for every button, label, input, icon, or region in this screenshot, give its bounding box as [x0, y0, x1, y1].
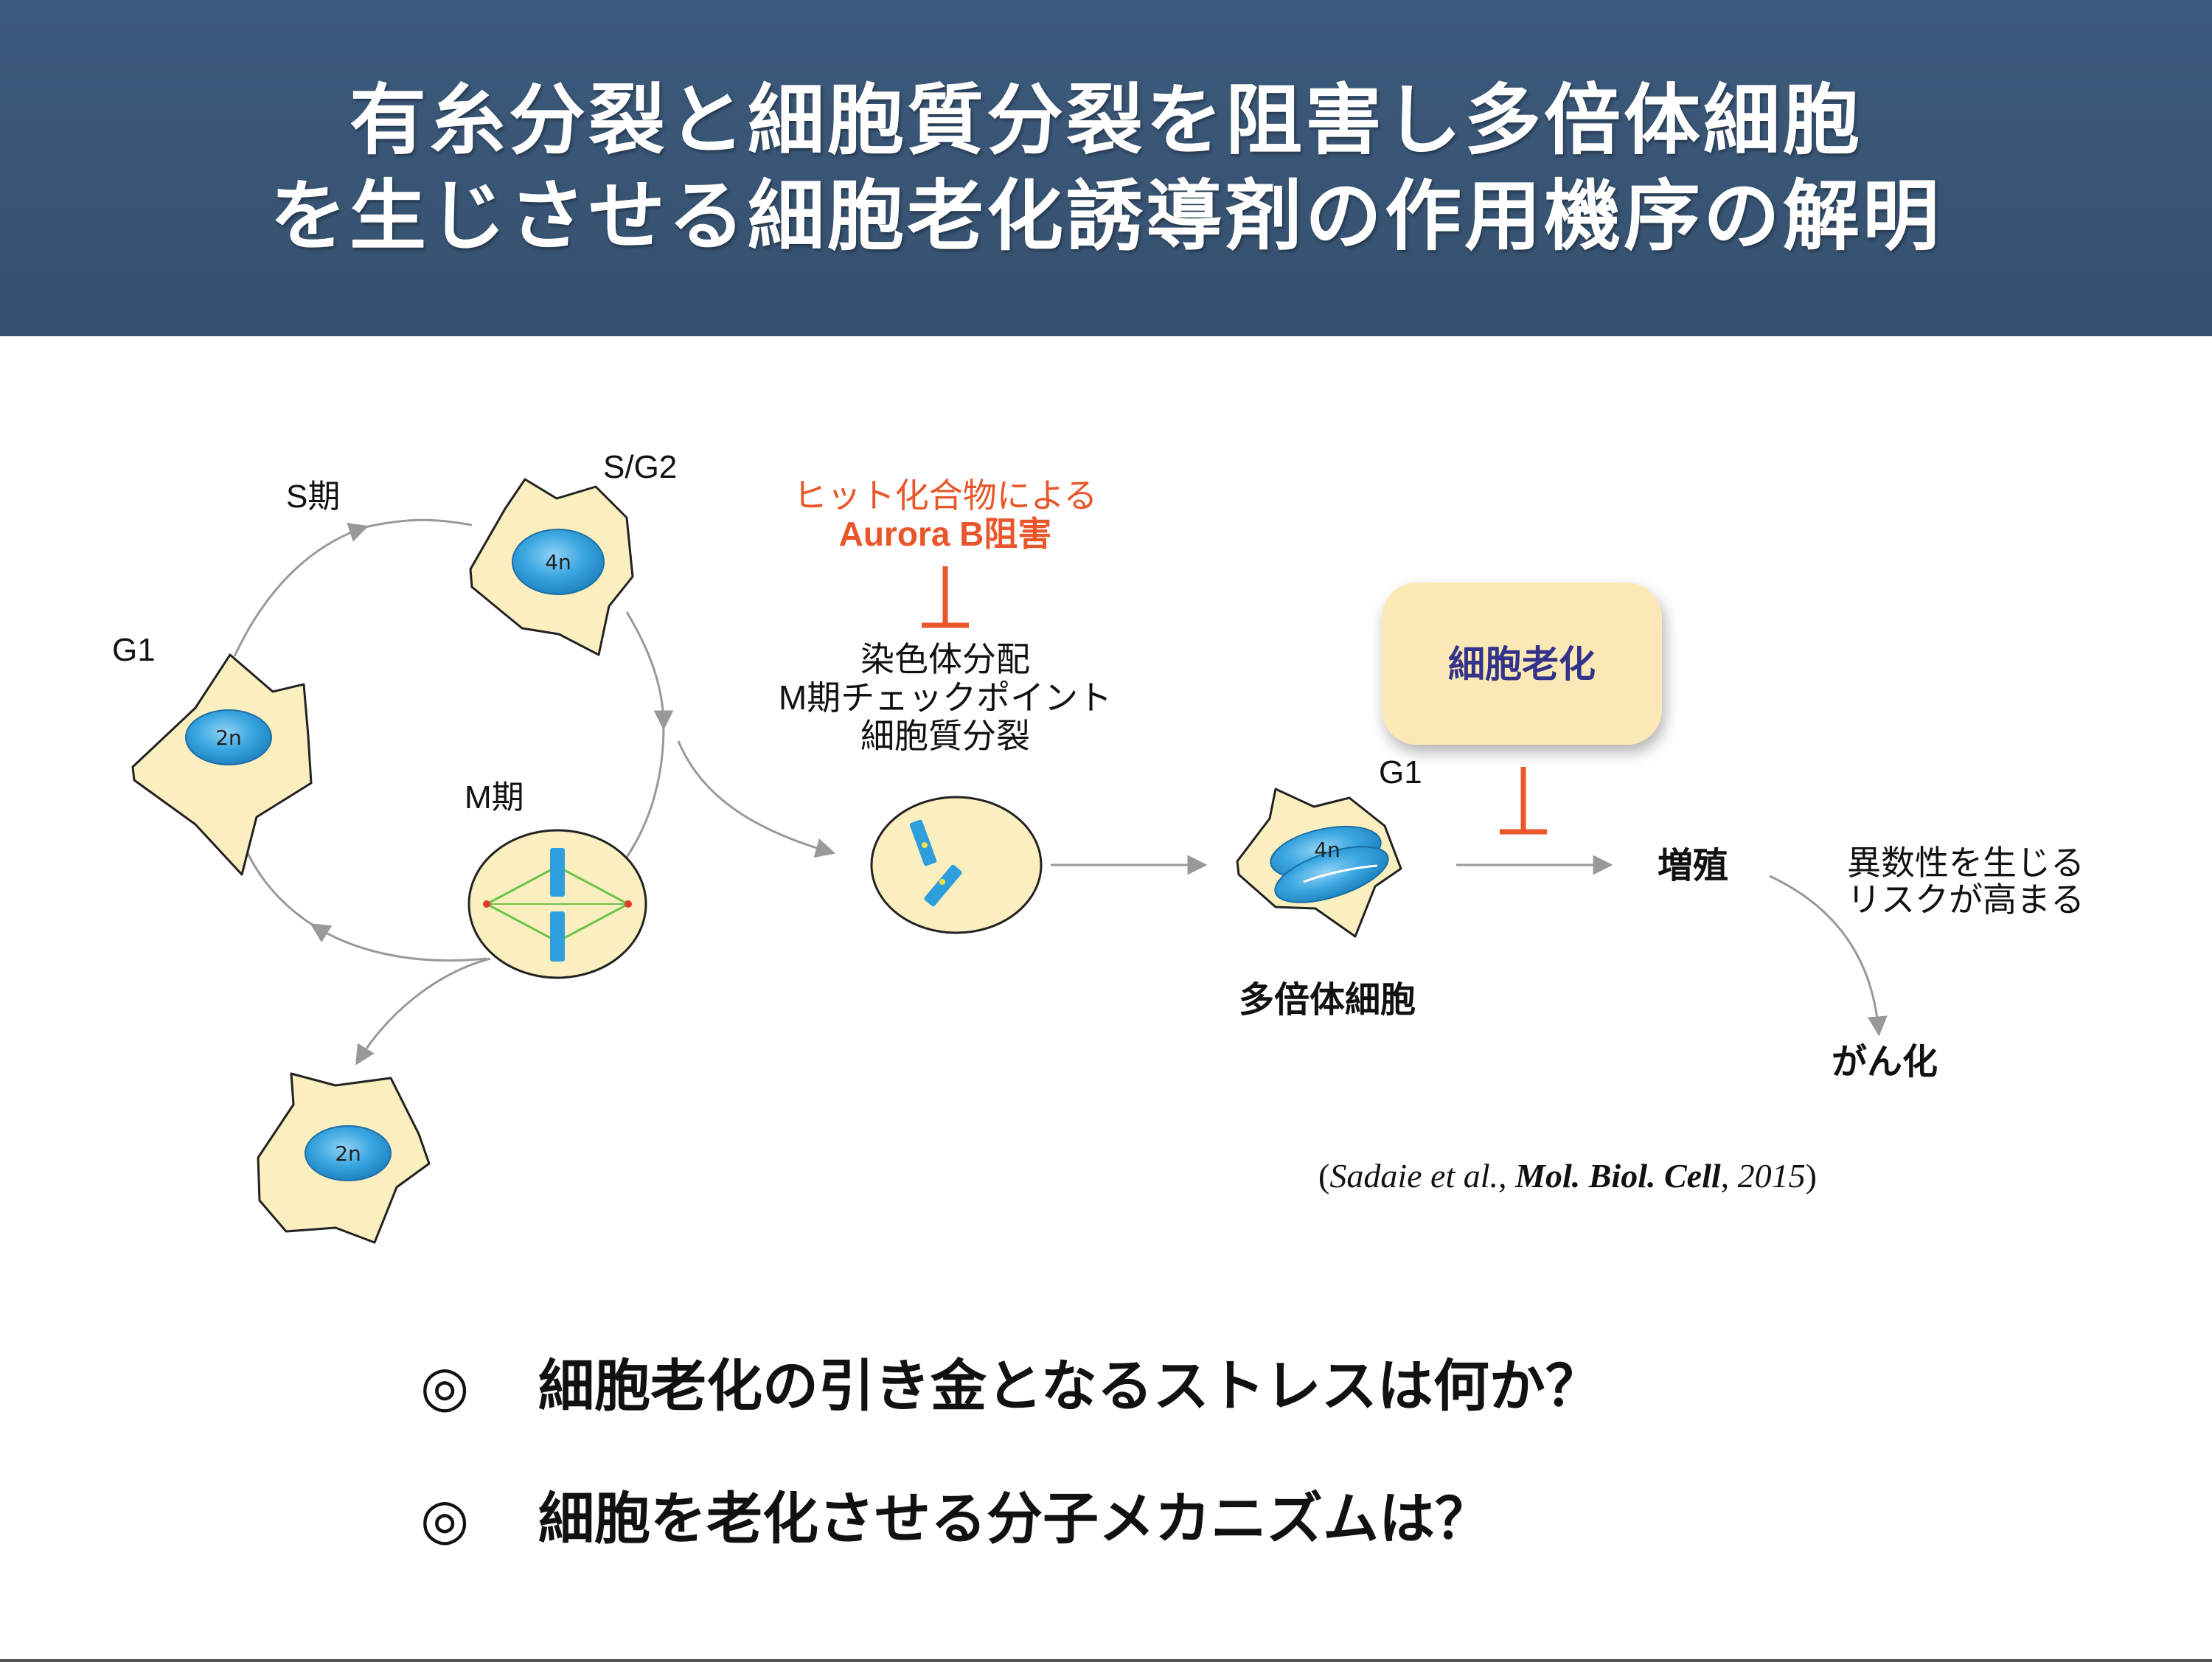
senescence-label: 細胞老化 [1448, 643, 1596, 686]
arrow-m-to-daughter [355, 957, 491, 1066]
nucleus [305, 1125, 392, 1181]
m-phase-cell [467, 829, 647, 979]
label-g1: G1 [112, 632, 156, 668]
senescence-box-bg [1382, 583, 1662, 745]
target-3: 細胞質分裂 [860, 717, 1030, 755]
label-cancer: がん化 [1832, 1043, 1938, 1082]
title-banner: 有糸分裂と細胞質分裂を阻害し多倍体細胞 を生じさせる細胞老化誘導剤の作用機序の解… [0, 0, 2212, 336]
label-polyploid-g1: G1 [1379, 754, 1422, 790]
aneuploidy-line-1: 異数性を生じる [1847, 844, 2084, 882]
label-s-phase: S期 [286, 479, 340, 515]
aberrant-mitosis-cell [870, 796, 1043, 934]
arrow-m-to-aberrant [677, 740, 836, 858]
cell-cycle-arrows [233, 518, 1888, 1066]
title-line-2: を生じさせる細胞老化誘導剤の作用機序の解明 [269, 171, 1942, 261]
ploidy-label: 4n [545, 550, 571, 574]
senescence-box: 細胞老化 [1382, 583, 1662, 745]
chromosome-upper [550, 848, 565, 897]
inhibition-line-2: Aurora B阻害 [839, 515, 1052, 553]
chromosome-missegregated-2 [924, 864, 962, 907]
question-2-text: 細胞を老化させる分子メカニズムは？ [538, 1486, 1491, 1551]
arrow-m-to-g1 [310, 923, 487, 962]
mechanism-diagram: 2n 4n 2n 4n [112, 449, 2084, 1244]
ploidy-label: 4n [1314, 838, 1340, 862]
target-2: M期チェックポイント [779, 678, 1112, 717]
cell-body [870, 796, 1043, 934]
g1-cell: 2n [131, 653, 313, 876]
label-m-phase: M期 [465, 779, 524, 816]
question-1-text: 細胞老化の引き金となるストレスは何か？ [538, 1353, 1601, 1419]
sg2-cell: 4n [469, 478, 634, 656]
ploidy-label: 2n [215, 726, 242, 750]
daughter-cell: 2n [257, 1072, 431, 1244]
nucleus [512, 529, 605, 595]
centrosome-right [625, 900, 632, 908]
centrosome-left [483, 900, 490, 908]
aneuploidy-line-2: リスクが高まる [1847, 880, 2084, 919]
arrow-proliferation-to-cancer [1769, 875, 1888, 1037]
question-2: ◎ 細胞を老化させる分子メカニズムは？ [420, 1473, 1491, 1554]
nucleus-lobe-2 [1274, 846, 1389, 903]
label-polyploid-cell: 多倍体細胞 [1239, 981, 1416, 1020]
arrow-s-to-sg2 [364, 518, 473, 529]
question-1: ◎ 細胞老化の引き金となるストレスは何か？ [420, 1341, 1601, 1422]
target-1: 染色体分配 [860, 640, 1030, 678]
chromosome-lower [550, 911, 565, 962]
inhibition-symbol-senescence [1500, 767, 1547, 835]
polyploid-cell: 4n [1236, 788, 1402, 938]
label-sg2: S/G2 [603, 449, 677, 485]
arrow-g1-to-s [233, 523, 369, 657]
nucleus [185, 709, 272, 765]
inhibition-line-1: ヒット化合物による [793, 476, 1098, 515]
inhibition-symbol-aurora [922, 566, 969, 628]
citation: (Sadaie et al., Mol. Biol. Cell, 2015) [1318, 1157, 1817, 1195]
title-line-1: 有糸分裂と細胞質分裂を阻害し多倍体細胞 [349, 75, 1863, 165]
question-bullet-icon: ◎ [420, 1486, 470, 1551]
bottom-divider [0, 1659, 2212, 1662]
arrow-sg2-to-m [625, 611, 674, 731]
arrow-m-down [622, 726, 665, 863]
ploidy-label: 2n [335, 1141, 361, 1166]
question-bullet-icon: ◎ [420, 1353, 470, 1419]
label-proliferation: 増殖 [1658, 847, 1728, 886]
